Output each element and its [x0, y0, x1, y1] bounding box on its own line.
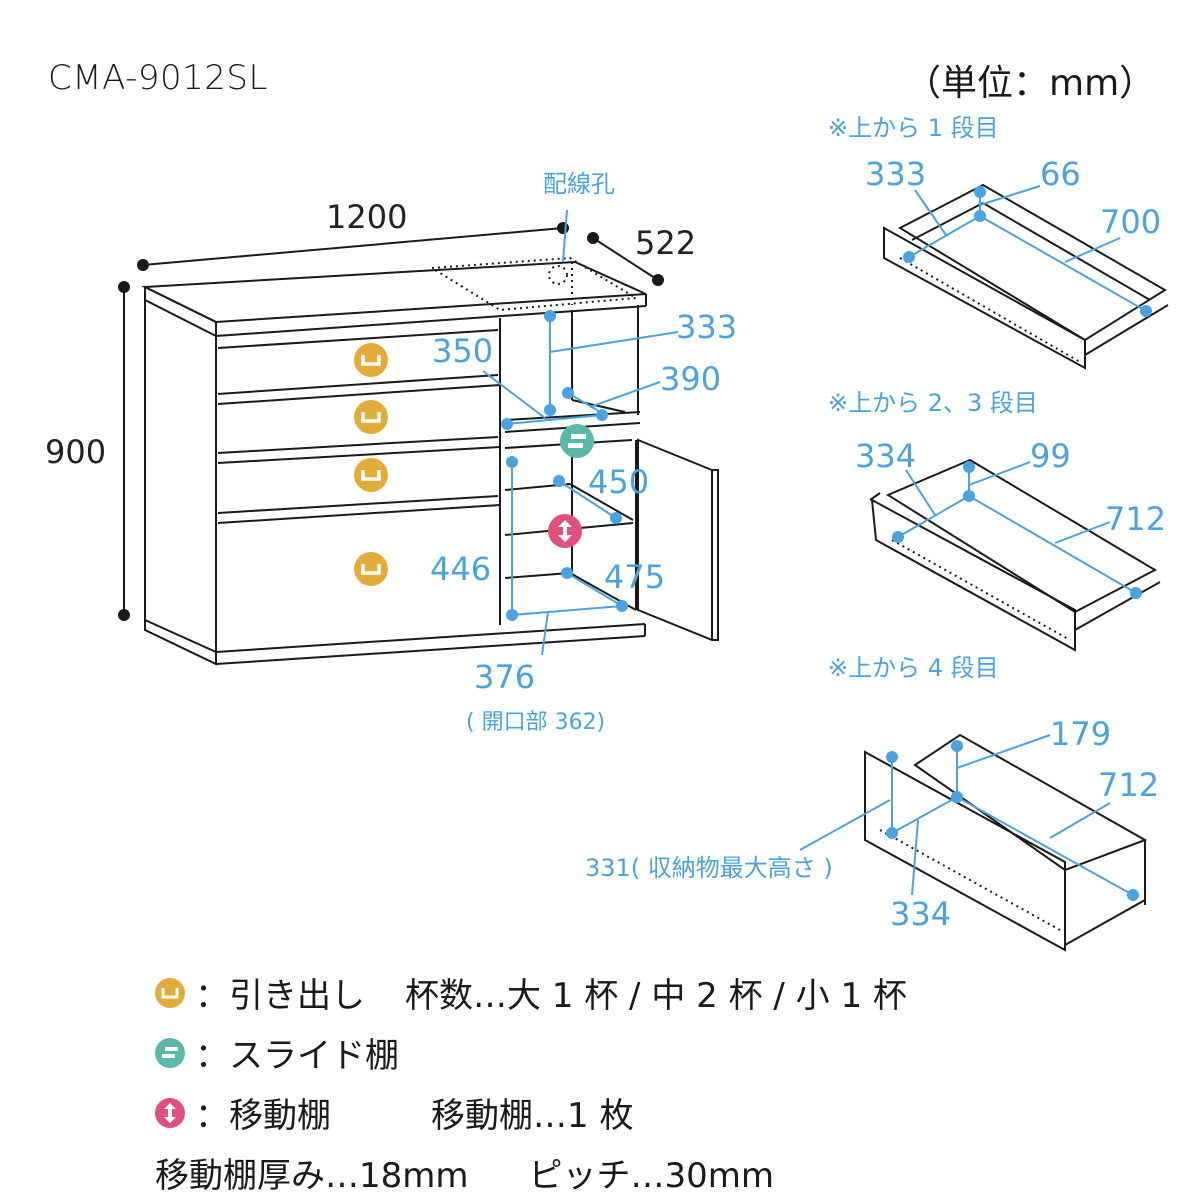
shelf-thickness-note: 移動棚厚み…18mm — [155, 1156, 469, 1196]
cabinet-outline — [118, 222, 719, 666]
unit-label: （単位：mm） — [905, 63, 1156, 104]
drawer-1-depth: 700 — [1100, 203, 1162, 241]
upper-height-label: 333 — [676, 308, 738, 346]
drawer-icon — [155, 977, 185, 1008]
drawer-1-outline — [883, 183, 1169, 370]
drawer-4-dimensions — [799, 734, 1139, 901]
depth-label: 522 — [635, 224, 697, 262]
drawer-icon — [354, 343, 388, 381]
legend-movable-shelf-detail: 移動棚…1 枚 — [431, 1096, 634, 1136]
drawer-icon — [354, 458, 388, 496]
drawer-4-width: 334 — [890, 895, 952, 933]
drawer-2-width: 334 — [855, 437, 917, 475]
pitch-note: ピッチ…30mm — [528, 1156, 775, 1196]
drawer-2-depth: 712 — [1105, 500, 1167, 538]
movable-shelf-icon — [155, 1097, 185, 1128]
lower-height-label: 446 — [430, 550, 492, 588]
drawer-4-height: 179 — [1050, 715, 1112, 753]
drawer-icon — [354, 400, 388, 438]
legend-movable-shelf-label: ：移動棚 — [195, 1096, 331, 1136]
width-label: 1200 — [326, 198, 408, 236]
drawer-1-caption: ※上から 1 段目 — [828, 114, 999, 142]
drawer-4-outline — [864, 733, 1148, 952]
movable-shelf-icon — [548, 514, 582, 552]
lower-width-label: 376 — [474, 658, 536, 696]
slide-shelf-icon — [155, 1037, 185, 1068]
legend-drawer-label: ：引き出し — [195, 976, 365, 1016]
wiring-area-outline — [428, 256, 640, 312]
drawer-4-caption: ※上から 4 段目 — [828, 654, 999, 682]
legend-drawer: ：引き出し 杯数…大 1 杯 / 中 2 杯 / 小 1 杯 — [155, 968, 907, 1017]
drawer-1-width: 333 — [865, 155, 927, 193]
height-label: 900 — [45, 433, 107, 471]
drawer-2-height: 99 — [1030, 437, 1071, 475]
bottom-depth-label: 475 — [604, 558, 666, 596]
drawer-2-caption: ※上から 2、3 段目 — [828, 389, 1038, 417]
drawer-4-max-height: 331( 収納物最大高さ ) — [585, 854, 833, 882]
legend-slide-shelf: ：スライド棚 — [155, 1028, 399, 1077]
legend-drawer-detail: 杯数…大 1 杯 / 中 2 杯 / 小 1 杯 — [405, 976, 907, 1016]
legend-movable-shelf: ：移動棚 移動棚…1 枚 — [155, 1088, 633, 1137]
legend-notes: 移動棚厚み…18mm ピッチ…30mm — [155, 1148, 774, 1197]
upper-depth-label: 390 — [660, 360, 722, 398]
wiring-hole-label: 配線孔 — [543, 170, 615, 198]
model-name: CMA-9012SL — [48, 58, 268, 98]
opening-note: ( 開口部 362) — [466, 710, 606, 735]
drawer-1-dimensions — [903, 185, 1152, 317]
slide-shelf-icon — [560, 424, 594, 462]
drawer-1-height: 66 — [1040, 155, 1081, 193]
drawer-2-outline — [869, 458, 1161, 652]
dimension-markers — [482, 209, 679, 656]
upper-width-label: 350 — [432, 332, 494, 370]
legend-slide-shelf-label: ：スライド棚 — [195, 1036, 399, 1076]
shelf-depth-label: 450 — [588, 463, 650, 501]
drawer-icon — [354, 552, 388, 590]
drawer-2-dimensions — [892, 461, 1142, 599]
drawer-4-depth: 712 — [1098, 766, 1160, 804]
